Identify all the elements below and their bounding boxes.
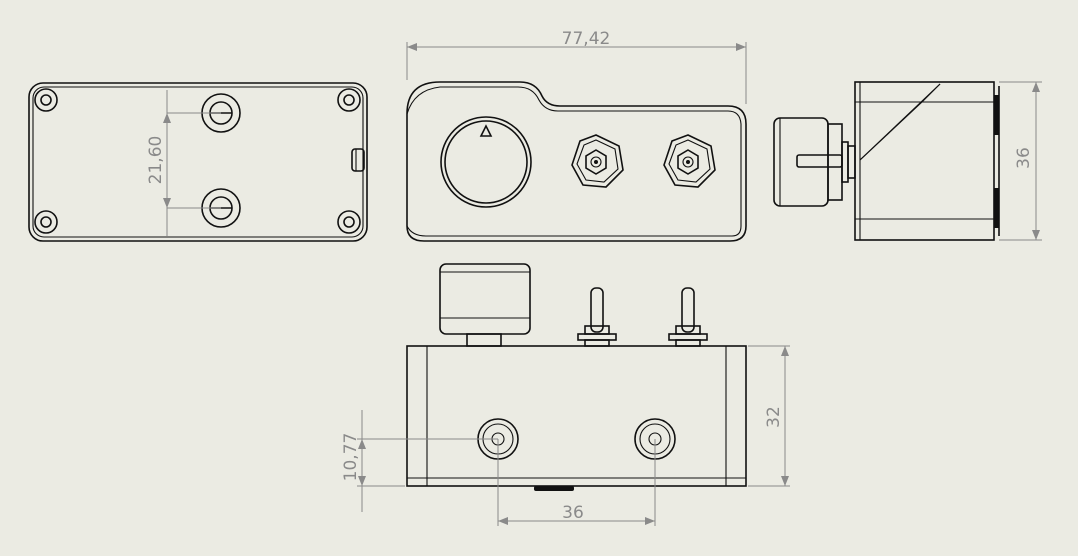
dimension-label: 36: [562, 503, 584, 523]
side-nub: [351, 148, 365, 172]
dimension-label: 10,77: [341, 433, 361, 482]
bottom-view: 21,60: [28, 82, 368, 242]
toggle-switch-1: [571, 134, 624, 188]
knob-side: [773, 117, 843, 207]
corner-screw: [337, 210, 361, 234]
dimension-label: 77,42: [562, 29, 611, 49]
toggle-front-1: [577, 287, 617, 347]
side-view: 36: [773, 81, 1042, 241]
corner-screw: [34, 210, 58, 234]
corner-screw: [337, 88, 361, 112]
toggle-side: [841, 141, 856, 183]
dimension-label: 21,60: [146, 136, 166, 185]
dimension-height-front: 32: [748, 345, 790, 487]
toggle-switch-2: [663, 134, 716, 188]
dimension-hole-spacing-left: 21,60: [146, 90, 221, 236]
front-view: 32 10,77 36: [341, 263, 790, 526]
toggle-front-2: [668, 287, 708, 347]
dimension-label: 36: [1014, 147, 1034, 169]
dimension-hole-spacing-front: 36: [497, 439, 656, 526]
corner-screw: [34, 88, 58, 112]
knob-front: [439, 263, 531, 347]
top-view: 77,42: [406, 29, 747, 242]
dimension-hole-offset-front: 10,77: [341, 410, 498, 512]
knob: [440, 116, 532, 208]
dimension-width-top: 77,42: [406, 29, 747, 104]
dimension-height-right: 36: [999, 81, 1042, 241]
dimension-label: 32: [764, 406, 784, 428]
